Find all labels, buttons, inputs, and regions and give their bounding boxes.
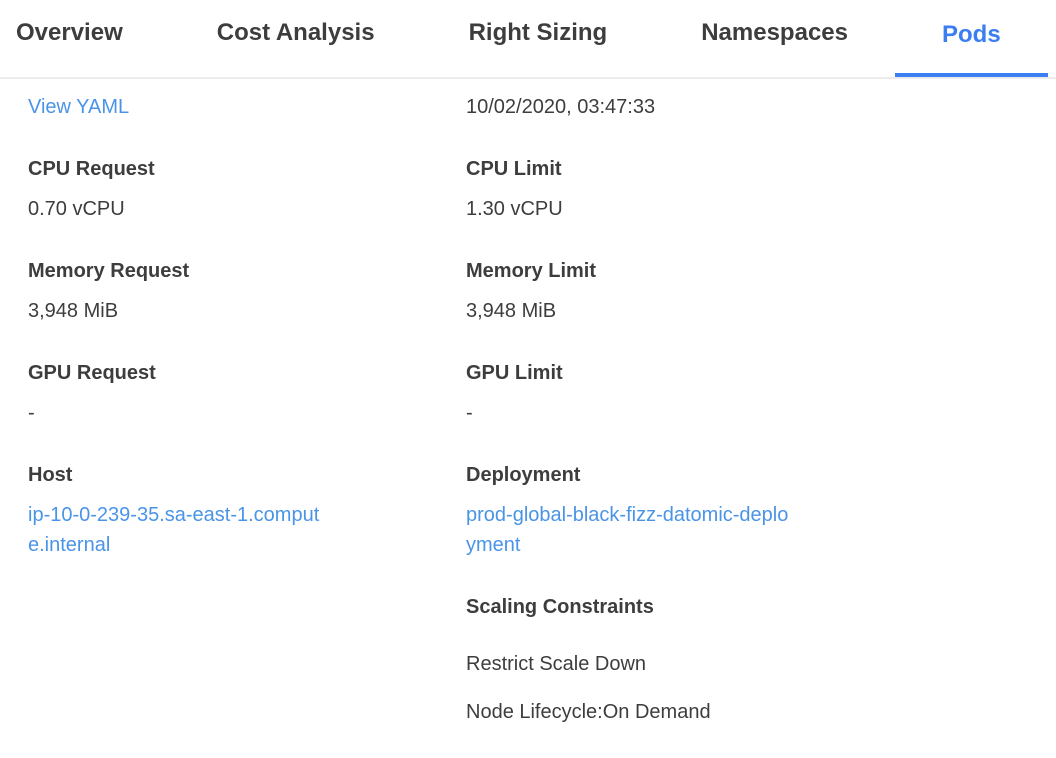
tab-namespaces[interactable]: Namespaces <box>701 18 848 46</box>
cpu-limit-label: CPU Limit <box>466 158 562 180</box>
tab-cost-analysis[interactable]: Cost Analysis <box>216 18 375 46</box>
memory-request-value: 3,948 MiB <box>28 300 119 322</box>
field-gpu-request: GPU Request - <box>28 358 466 460</box>
field-gpu-limit: GPU Limit - <box>466 358 1046 460</box>
deployment-label: Deployment <box>466 464 581 486</box>
field-memory-limit: Memory Limit 3,948 MiB <box>466 256 1046 358</box>
host-link[interactable]: ip-10-0-239-35.sa-east-1.compute.interna… <box>28 504 320 556</box>
scaling-constraint-item: Restrict Scale Down <box>466 653 647 675</box>
field-deployment: Deployment prod-global-black-fizz-datomi… <box>466 460 1046 592</box>
cpu-request-value: 0.70 vCPU <box>28 198 125 220</box>
memory-request-label: Memory Request <box>28 260 190 282</box>
timestamp-cell: 10/02/2020, 03:47:33 <box>466 92 1046 154</box>
cpu-limit-value: 1.30 vCPU <box>466 198 563 220</box>
tabs-row: Overview Cost Analysis Right Sizing Name… <box>0 0 1056 77</box>
scaling-constraints-section: Scaling Constraints Restrict Scale Down … <box>466 592 1046 745</box>
tab-pods[interactable]: Pods <box>894 0 1048 77</box>
gpu-request-label: GPU Request <box>28 362 156 384</box>
memory-limit-label: Memory Limit <box>466 260 597 282</box>
memory-limit-value: 3,948 MiB <box>466 300 557 322</box>
host-label: Host <box>28 464 73 486</box>
view-yaml-link[interactable]: View YAML <box>28 96 130 118</box>
deployment-link[interactable]: prod-global-black-fizz-datomic-deploymen… <box>466 504 789 556</box>
view-yaml-cell: View YAML <box>28 92 466 154</box>
tab-overview[interactable]: Overview <box>16 18 123 46</box>
field-cpu-request: CPU Request 0.70 vCPU <box>28 154 466 256</box>
gpu-limit-value: - <box>466 402 473 424</box>
cpu-request-label: CPU Request <box>28 158 155 180</box>
field-cpu-limit: CPU Limit 1.30 vCPU <box>466 154 1046 256</box>
pod-timestamp: 10/02/2020, 03:47:33 <box>466 96 656 118</box>
gpu-request-value: - <box>28 402 35 424</box>
tab-bar: Overview Cost Analysis Right Sizing Name… <box>0 0 1056 79</box>
pod-details-content: View YAML 10/02/2020, 03:47:33 CPU Reque… <box>0 79 1056 745</box>
field-memory-request: Memory Request 3,948 MiB <box>28 256 466 358</box>
field-host: Host ip-10-0-239-35.sa-east-1.compute.in… <box>28 460 466 592</box>
empty-cell <box>28 592 466 745</box>
scaling-constraints-label: Scaling Constraints <box>466 596 654 618</box>
gpu-limit-label: GPU Limit <box>466 362 563 384</box>
tab-right-sizing[interactable]: Right Sizing <box>468 18 608 46</box>
scaling-constraint-item: Node Lifecycle:On Demand <box>466 701 711 723</box>
